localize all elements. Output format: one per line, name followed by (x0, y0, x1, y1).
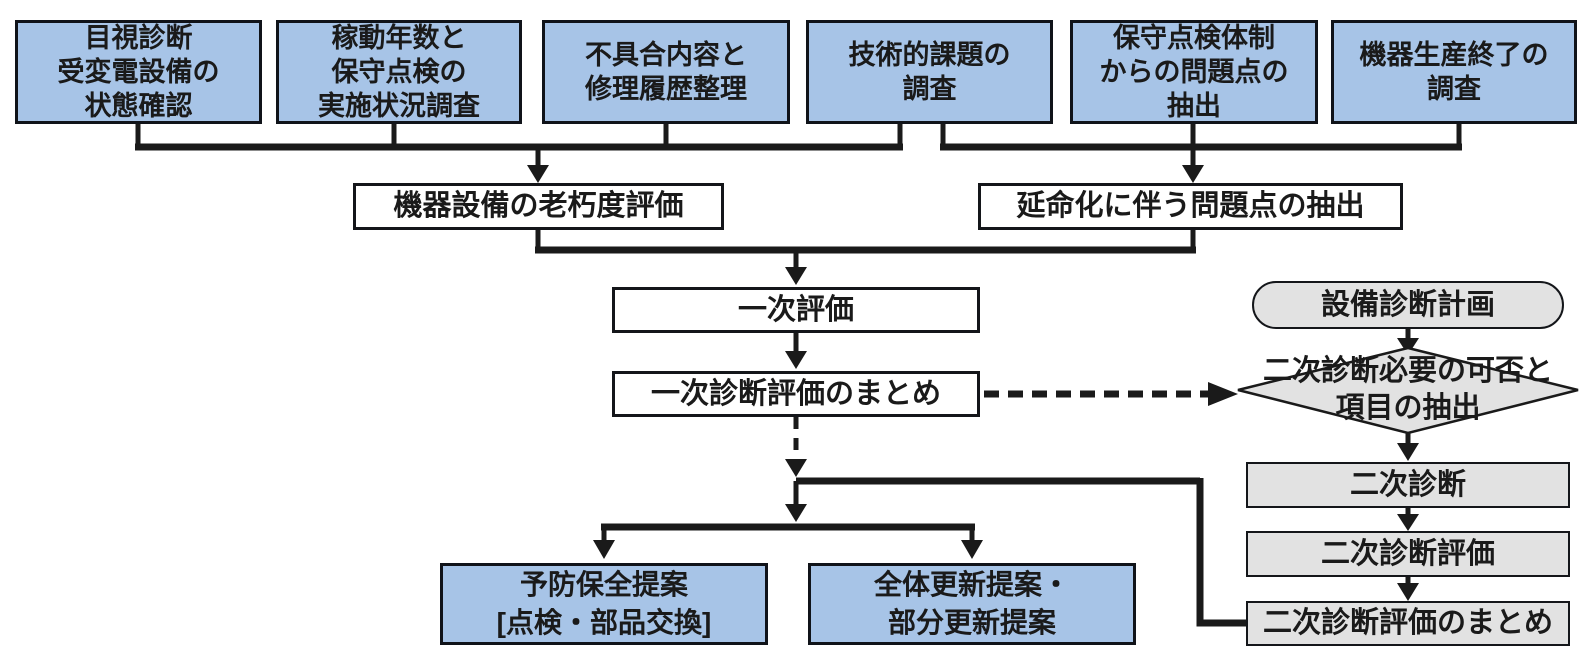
node-secondary-evaluation: 二次診断評価 (1246, 531, 1570, 577)
node-preventive-proposal: 予防保全提案 [点検・部品交換] (440, 563, 768, 645)
node-aging-evaluation: 機器設備の老朽度評価 (353, 183, 724, 230)
node-secondary-summary: 二次診断評価のまとめ (1246, 601, 1570, 646)
node-operating-years-survey: 稼動年数と 保守点検の 実施状況調査 (276, 20, 522, 124)
node-production-discontinued-survey: 機器生産終了の 調査 (1331, 20, 1577, 124)
node-primary-evaluation: 一次評価 (612, 287, 980, 333)
node-defect-repair-history: 不具合内容と 修理履歴整理 (542, 20, 790, 124)
node-diagnosis-plan: 設備診断計画 (1252, 281, 1564, 329)
node-life-extension-problems: 延命化に伴う問題点の抽出 (978, 183, 1403, 230)
node-primary-summary: 一次診断評価のまとめ (612, 371, 980, 417)
node-secondary-diagnosis: 二次診断 (1246, 462, 1570, 508)
node-visual-diagnosis: 目視診断 受変電設備の 状態確認 (15, 20, 262, 124)
node-renewal-proposal: 全体更新提案・ 部分更新提案 (808, 563, 1136, 645)
node-technical-issues-survey: 技術的課題の 調査 (806, 20, 1053, 124)
node-secondary-decision: 二次診断必要の可否と 項目の抽出 (1262, 355, 1553, 424)
node-maintenance-system-problems: 保守点検体制 からの問題点の 抽出 (1070, 20, 1318, 124)
